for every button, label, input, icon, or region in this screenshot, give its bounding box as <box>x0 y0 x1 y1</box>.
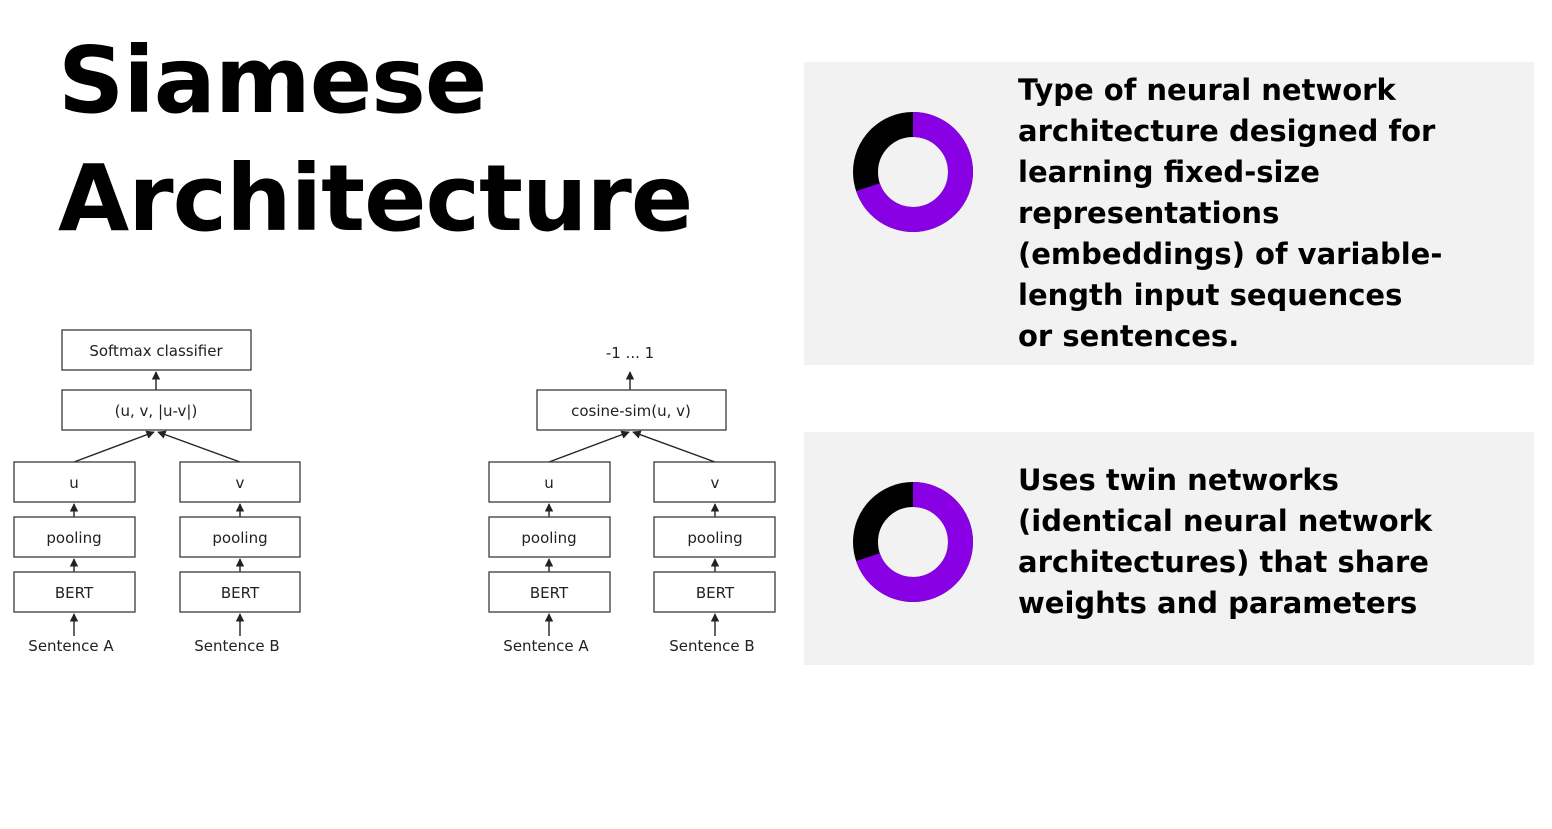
embedding-u-box <box>13 461 136 503</box>
donut-chart-icon <box>853 112 973 232</box>
architecture-diagram: Softmax classifier (u, v, |u-v|) u pooli… <box>0 320 790 670</box>
arrow-v-to-concat <box>157 430 241 463</box>
architecture-diagram-svg: Softmax classifier (u, v, |u-v|) u pooli… <box>13 329 776 655</box>
classification-diagram: Softmax classifier (u, v, |u-v|) u pooli… <box>13 329 301 655</box>
info-card-2: Uses twin networks (identical neural net… <box>804 432 1534 665</box>
bert-box-left-2 <box>488 571 611 613</box>
bert-box-right-2 <box>653 571 776 613</box>
bert-label-right: BERT <box>221 584 260 602</box>
pooling-label-left-2: pooling <box>521 529 576 547</box>
bert-label-left: BERT <box>55 584 94 602</box>
output-range-label: -1 ... 1 <box>606 344 654 362</box>
concat-box <box>61 389 252 431</box>
embedding-v-label-2: v <box>711 474 720 492</box>
pooling-box-right-2 <box>653 516 776 558</box>
arrow-u-to-concat <box>73 430 155 463</box>
bert-label-right-2: BERT <box>696 584 735 602</box>
similarity-diagram: -1 ... 1 cosine-sim(u, v) u pooling BERT… <box>488 344 776 655</box>
sentence-b-label: Sentence B <box>194 637 279 655</box>
embedding-v-box-2 <box>653 461 776 503</box>
sentence-b-label-2: Sentence B <box>669 637 754 655</box>
softmax-classifier-box <box>61 329 252 371</box>
cosine-sim-label: cosine-sim(u, v) <box>571 402 691 420</box>
pooling-label-left: pooling <box>46 529 101 547</box>
cosine-sim-box <box>536 389 727 431</box>
card-1-text: Type of neural network architecture desi… <box>1018 73 1443 353</box>
embedding-v-box <box>179 461 301 503</box>
softmax-classifier-label: Softmax classifier <box>89 342 223 360</box>
bert-box-left <box>13 571 136 613</box>
pooling-box-left <box>13 516 136 558</box>
title-line-1: Siamese <box>58 27 487 134</box>
bert-box-right <box>179 571 301 613</box>
arrow-v-to-cosine <box>632 430 716 463</box>
embedding-u-label-2: u <box>544 474 554 492</box>
card-2-text: Uses twin networks (identical neural net… <box>1018 463 1433 620</box>
embedding-v-label: v <box>236 474 245 492</box>
info-card-1: Type of neural network architecture desi… <box>804 62 1534 365</box>
pooling-label-right: pooling <box>212 529 267 547</box>
pooling-label-right-2: pooling <box>687 529 742 547</box>
bert-label-left-2: BERT <box>530 584 569 602</box>
concat-label: (u, v, |u-v|) <box>115 402 198 420</box>
pooling-box-right <box>179 516 301 558</box>
sentence-a-label-2: Sentence A <box>503 637 589 655</box>
embedding-u-label: u <box>69 474 79 492</box>
embedding-u-box-2 <box>488 461 611 503</box>
donut-chart-icon <box>853 482 973 602</box>
title-line-2: Architecture <box>58 145 693 252</box>
arrow-u-to-cosine <box>548 430 630 463</box>
pooling-box-left-2 <box>488 516 611 558</box>
sentence-a-label: Sentence A <box>28 637 114 655</box>
page-title: Siamese Architecture <box>58 22 693 258</box>
